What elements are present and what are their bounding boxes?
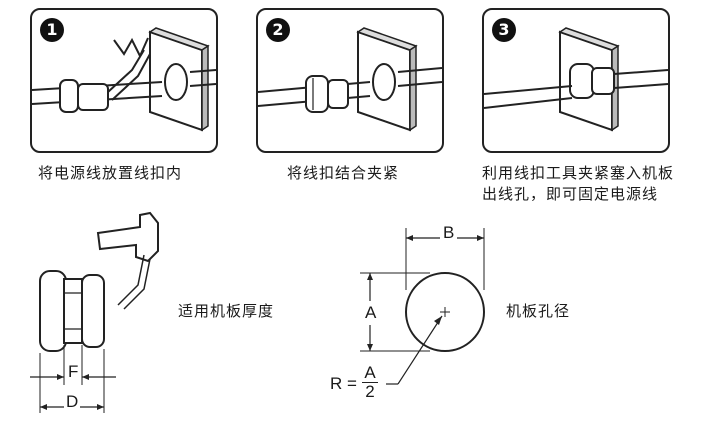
step-2-caption: 将线扣结合夹紧 [287, 164, 400, 182]
dimension-f-label: F [68, 362, 79, 381]
step-2-illustration [258, 27, 442, 132]
step-1-badge: 1 [40, 18, 64, 42]
radius-denominator: 2 [365, 382, 375, 401]
step-1-illustration [32, 27, 216, 132]
step-3-caption-line2: 出线孔，即可固定电源线 [482, 185, 659, 203]
step-3-illustration [484, 27, 668, 132]
step-3-panel: 3 [482, 8, 670, 153]
step-1-caption: 将电源线放置线扣内 [38, 164, 183, 182]
dimension-d-label: D [64, 392, 81, 412]
dimension-b-label: B [440, 223, 458, 243]
thickness-label: 适用机板厚度 [178, 302, 275, 320]
radius-prefix: R = [330, 374, 357, 393]
step-3-caption-line1: 利用线扣工具夹紧塞入机板 [482, 164, 675, 182]
radius-fraction: A 2 [362, 364, 378, 401]
radius-numerator: A [362, 364, 378, 383]
bushing-side-view [30, 211, 159, 413]
step-3-badge: 3 [492, 18, 516, 42]
step-1-panel: 1 [30, 8, 218, 153]
step-2-panel: 2 [256, 8, 444, 153]
hole-diameter-label: 机板孔径 [506, 302, 571, 320]
dimension-a-label: A [364, 301, 378, 325]
step-2-badge: 2 [266, 18, 290, 42]
